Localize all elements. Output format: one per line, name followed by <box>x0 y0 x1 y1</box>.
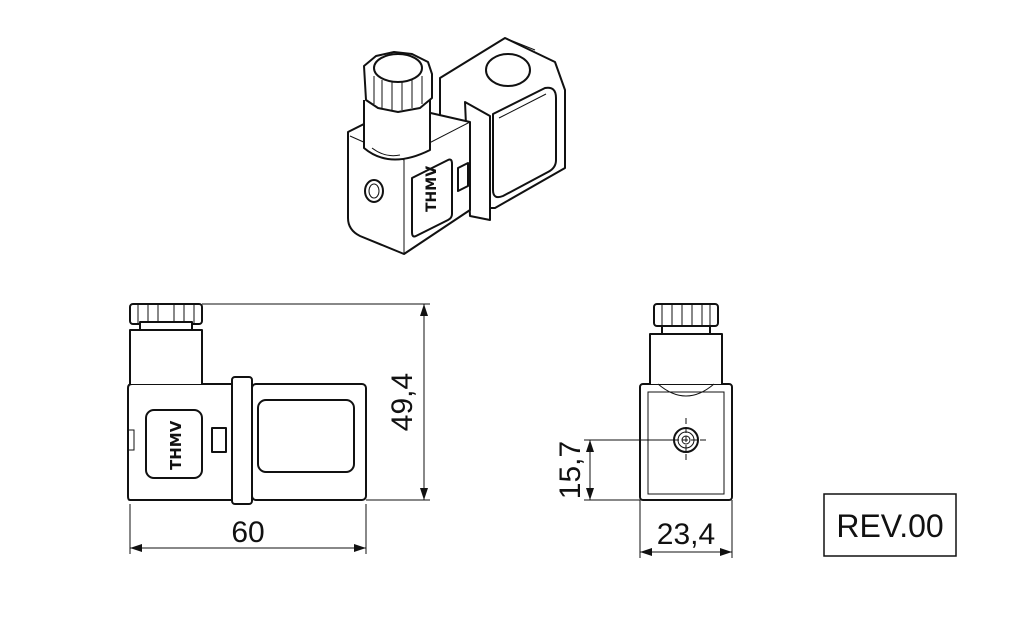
side-logo-text: THMV <box>167 420 185 470</box>
iso-logo-text: THMV <box>424 166 440 212</box>
side-view: THMV <box>127 303 367 505</box>
isometric-view: THMV <box>347 37 566 255</box>
dimension-width: 23,4 <box>639 500 733 558</box>
dimension-length: 60 <box>129 504 367 554</box>
hole-height-dimension-text: 15,7 <box>554 441 587 499</box>
dimension-hole-height: 15,7 <box>554 439 674 501</box>
length-dimension-text: 60 <box>231 516 264 549</box>
revision-box: REV.00 <box>823 493 957 557</box>
revision-label: REV.00 <box>836 508 943 544</box>
front-view <box>639 303 733 501</box>
height-dimension-text: 49,4 <box>386 373 419 431</box>
width-dimension-text: 23,4 <box>657 518 715 551</box>
dimension-height: 49,4 <box>202 303 430 501</box>
